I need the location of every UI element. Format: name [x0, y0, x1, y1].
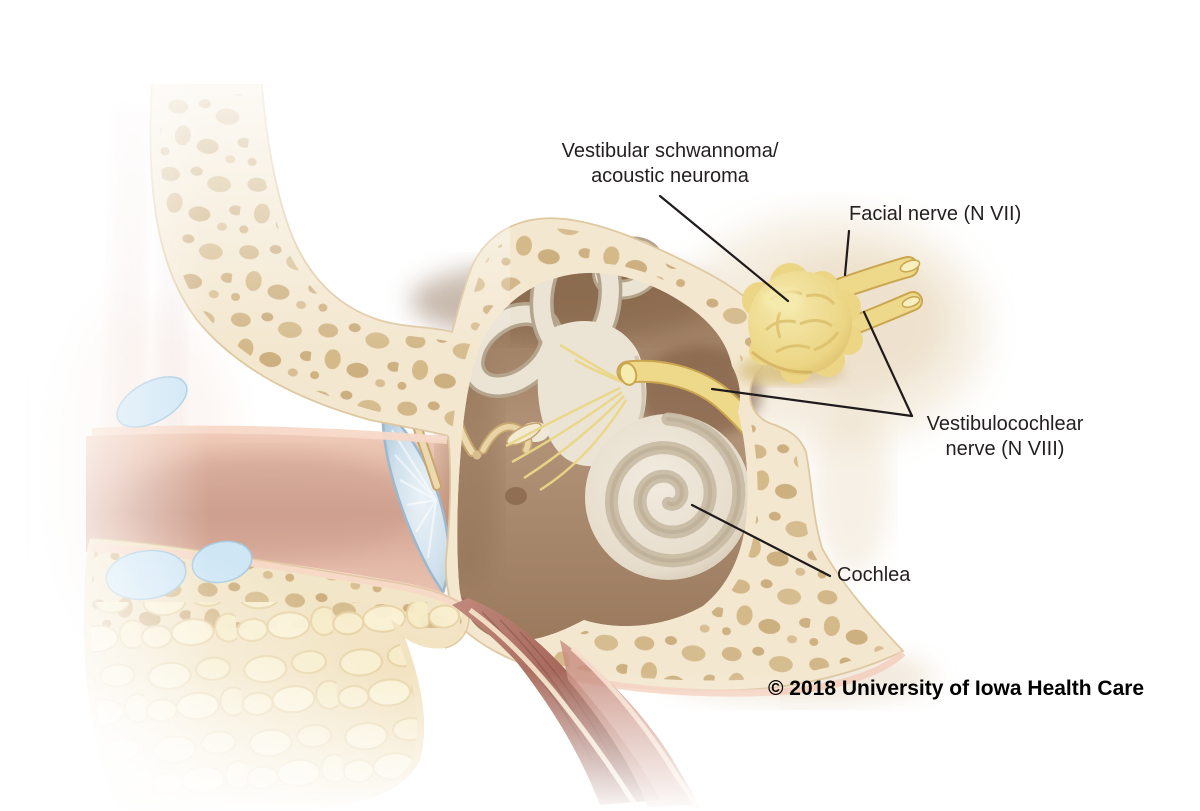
label-vestibulocochlear-line1: Vestibulocochlear	[926, 413, 1084, 435]
leader-vestibulocochlear-stump	[862, 310, 914, 418]
label-vestibular-schwannoma-line2: acoustic neuroma	[591, 165, 749, 187]
leader-tumor	[658, 194, 790, 303]
label-vestibular-schwannoma-line1: Vestibular schwannoma/	[561, 140, 779, 162]
cochlea	[585, 412, 751, 580]
acoustic-neuroma-group	[735, 256, 923, 385]
label-vestibular-schwannoma: Vestibular schwannoma/ acoustic neuroma	[500, 139, 840, 189]
round-window	[505, 487, 527, 505]
leader-vestibulocochlear-canal	[710, 387, 914, 418]
stapes	[472, 422, 542, 460]
leader-cochlea	[690, 503, 832, 578]
label-vestibulocochlear-line2: nerve (N VIII)	[945, 438, 1065, 460]
leader-lines	[658, 194, 914, 578]
leader-facial-nerve	[843, 229, 851, 277]
label-vestibulocochlear-nerve: Vestibulocochlear nerve (N VIII)	[880, 412, 1130, 462]
label-facial-nerve: Facial nerve (N VII)	[849, 203, 1022, 225]
copyright-credit: © 2018 University of Iowa Health Care	[768, 677, 1145, 700]
nerve-cut-end	[618, 362, 638, 386]
stapes-footplate	[506, 422, 542, 446]
nerve-fiber-fan	[505, 343, 628, 492]
vestibular-schwannoma-tumor	[742, 263, 863, 384]
label-cochlea: Cochlea	[837, 564, 911, 586]
